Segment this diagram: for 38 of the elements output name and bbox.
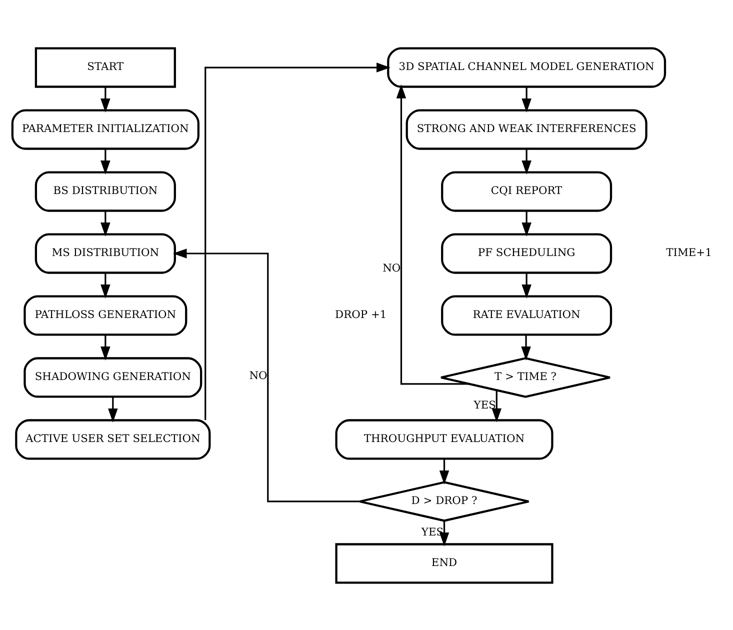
edge-label: NO (382, 260, 401, 274)
node-box: CQI REPORT (441, 170, 612, 212)
arrow (396, 84, 470, 384)
label: TIME+1 (666, 246, 712, 259)
node-box: BS DISTRIBUTION (34, 170, 176, 212)
node-box: MS DISTRIBUTION (34, 232, 176, 274)
arrow (100, 148, 110, 174)
node-box: PF SCHEDULING (441, 232, 612, 274)
node-box: PARAMETER INITIALIZATION (11, 108, 200, 150)
arrow (439, 458, 450, 484)
node-box: STRONG AND WEAK INTERFERENCES (406, 108, 648, 150)
edge-label: YES (474, 398, 496, 411)
edge-label: NO (249, 368, 268, 382)
node-box: 3D SPATIAL CHANNEL MODEL GENERATION (387, 46, 666, 88)
node-diamond: T > TIME ? (440, 356, 612, 398)
arrow (522, 148, 532, 174)
node-box: RATE EVALUATION (441, 294, 612, 336)
arrow (100, 272, 110, 298)
arrow (521, 334, 531, 360)
node-box: PATHLOSS GENERATION (24, 294, 188, 336)
node-box: THROUGHPUT EVALUATION (335, 418, 554, 460)
arrow (100, 210, 110, 236)
arrow (492, 390, 502, 422)
node-box: END (335, 542, 554, 584)
node-diamond: D > DROP ? (358, 480, 530, 522)
arrow (439, 520, 450, 546)
arrow (108, 396, 118, 422)
arrow (522, 86, 532, 112)
arrow (522, 210, 532, 236)
node-box: ACTIVE USER SET SELECTION (15, 418, 211, 460)
arrow (100, 86, 110, 112)
node-box: SHADOWING GENERATION (24, 356, 202, 398)
arrow (522, 272, 532, 298)
arrow (100, 334, 110, 360)
arrow (172, 248, 360, 502)
node-box: START (34, 46, 176, 88)
label: DROP +1 (335, 308, 387, 321)
arrow (204, 62, 390, 420)
